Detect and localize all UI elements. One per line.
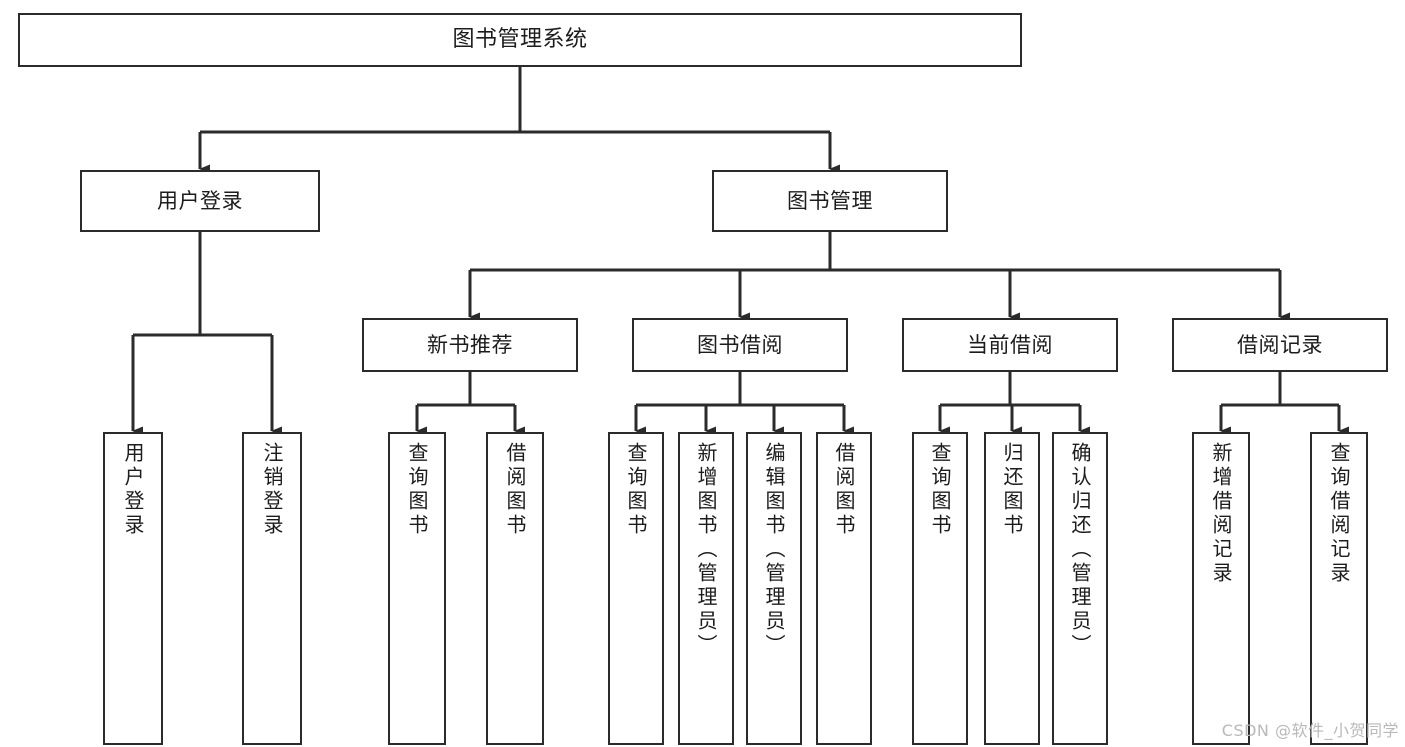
node-leaf-borrow-book-2-label: 借阅图书 (832, 442, 856, 538)
node-user-login[interactable]: 用户登录 (80, 170, 320, 232)
node-borrow-record[interactable]: 借阅记录 (1172, 318, 1388, 372)
node-book-manage-label: 图书管理 (787, 188, 873, 213)
node-leaf-user-login-label: 用户登录 (121, 442, 145, 538)
node-leaf-user-logout-label: 注销登录 (260, 442, 284, 538)
node-leaf-confirm-return[interactable]: 确认归还（管理员） (1052, 432, 1108, 745)
node-book-borrow-label: 图书借阅 (697, 332, 783, 357)
node-leaf-confirm-return-label: 确认归还（管理员） (1068, 442, 1092, 658)
node-leaf-query-book-3[interactable]: 查询图书 (912, 432, 968, 745)
node-leaf-user-login[interactable]: 用户登录 (103, 432, 163, 745)
node-current-borrow[interactable]: 当前借阅 (902, 318, 1118, 372)
node-leaf-query-book-2[interactable]: 查询图书 (608, 432, 664, 745)
node-leaf-query-book-3-label: 查询图书 (928, 442, 952, 538)
node-leaf-query-book-1-label: 查询图书 (405, 442, 429, 538)
node-current-borrow-label: 当前借阅 (967, 332, 1053, 357)
node-leaf-add-record-label: 新增借阅记录 (1209, 442, 1233, 586)
edge-paths (131, 67, 1349, 436)
node-leaf-borrow-book-2[interactable]: 借阅图书 (816, 432, 872, 745)
node-leaf-borrow-book-1[interactable]: 借阅图书 (486, 432, 544, 745)
node-leaf-user-logout[interactable]: 注销登录 (242, 432, 302, 745)
node-leaf-add-book-label: 新增图书（管理员） (694, 442, 718, 658)
node-leaf-add-record[interactable]: 新增借阅记录 (1192, 432, 1250, 745)
node-book-borrow[interactable]: 图书借阅 (632, 318, 848, 372)
node-user-login-label: 用户登录 (157, 188, 243, 213)
node-leaf-edit-book[interactable]: 编辑图书（管理员） (746, 432, 802, 745)
node-leaf-edit-book-label: 编辑图书（管理员） (762, 442, 786, 658)
node-leaf-query-book-1[interactable]: 查询图书 (388, 432, 446, 745)
node-leaf-return-book-label: 归还图书 (1000, 442, 1024, 538)
node-new-book-rec-label: 新书推荐 (427, 332, 513, 357)
node-borrow-record-label: 借阅记录 (1237, 332, 1323, 357)
node-leaf-query-record[interactable]: 查询借阅记录 (1310, 432, 1368, 745)
node-root[interactable]: 图书管理系统 (18, 13, 1022, 67)
node-leaf-query-record-label: 查询借阅记录 (1327, 442, 1351, 586)
node-leaf-add-book[interactable]: 新增图书（管理员） (678, 432, 734, 745)
node-new-book-rec[interactable]: 新书推荐 (362, 318, 578, 372)
node-leaf-borrow-book-1-label: 借阅图书 (503, 442, 527, 538)
node-root-label: 图书管理系统 (452, 27, 588, 53)
node-book-manage[interactable]: 图书管理 (712, 170, 948, 232)
csdn-watermark: CSDN @软件_小贺同学 (1221, 721, 1399, 740)
node-leaf-query-book-2-label: 查询图书 (624, 442, 648, 538)
node-leaf-return-book[interactable]: 归还图书 (984, 432, 1040, 745)
